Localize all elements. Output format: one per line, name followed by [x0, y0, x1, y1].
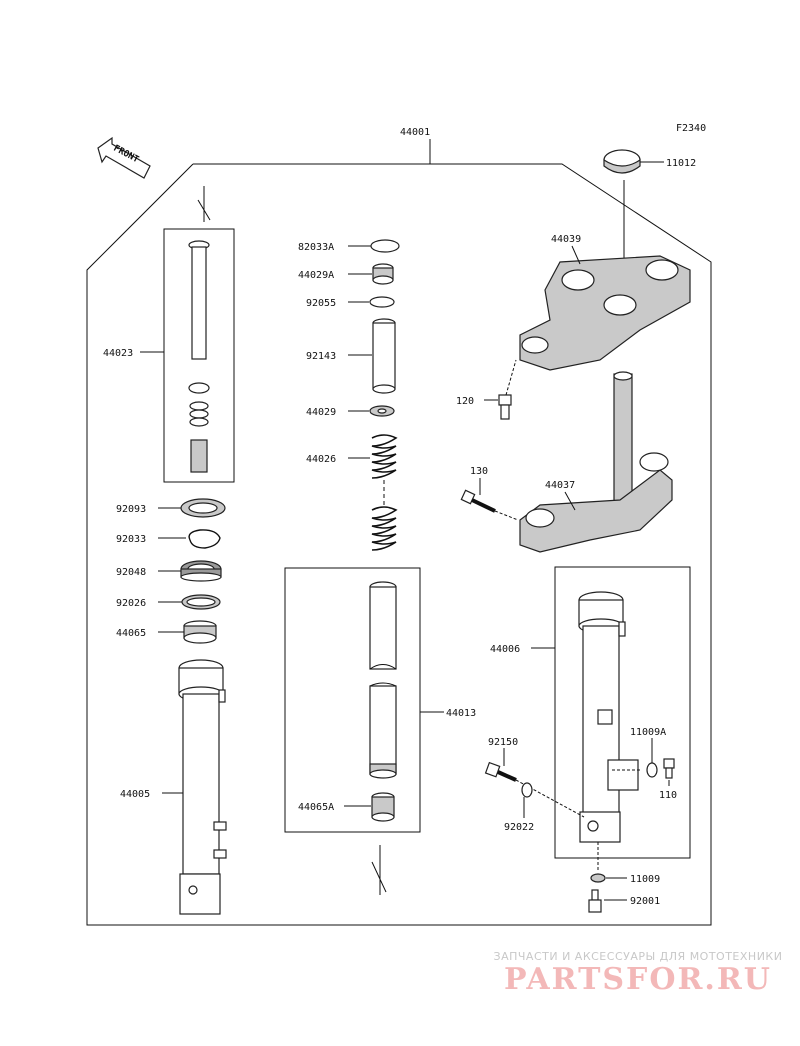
spring-44026: [371, 434, 398, 551]
washer-44029: [369, 405, 395, 417]
washer-92022: [521, 782, 533, 798]
box-44013: [284, 567, 421, 833]
label-92033: 92033: [116, 534, 146, 545]
label-11009a: 11009A: [630, 727, 666, 738]
gasket-11009: [590, 873, 606, 883]
bolt-110: [663, 758, 675, 779]
drain-bolt-92001: [588, 889, 602, 913]
label-92026: 92026: [116, 598, 146, 609]
label-44029a: 44029A: [298, 270, 334, 281]
bushing-44065a: [371, 792, 395, 822]
washer-92026: [181, 594, 221, 610]
label-92022: 92022: [504, 822, 534, 833]
label-44029: 44029: [306, 407, 336, 418]
upper-bracket-44039: [519, 255, 691, 371]
bushing-44065: [183, 620, 217, 644]
label-11009: 11009: [630, 874, 660, 885]
label-44013: 44013: [446, 708, 476, 719]
oil-seal-92048: [180, 560, 222, 582]
label-44023: 44023: [103, 348, 133, 359]
front-arrow-icon: FRONT: [97, 136, 151, 179]
inner-tube-44013: [369, 581, 397, 779]
assembly-outline: [86, 163, 712, 926]
box-44023: [163, 228, 235, 483]
dust-seal-92093: [180, 498, 226, 518]
cap-11012: [603, 149, 641, 174]
label-92001: 92001: [630, 896, 660, 907]
bolt-92150: [484, 761, 517, 782]
bolt-130: [460, 489, 496, 513]
label-44065: 44065: [116, 628, 146, 639]
spacer-92143: [372, 318, 396, 394]
label-44039: 44039: [551, 234, 581, 245]
label-44005: 44005: [120, 789, 150, 800]
watermark-brand: PARTSFOR.RU: [504, 962, 772, 997]
outer-tube-44006: [578, 591, 639, 843]
label-92093: 92093: [116, 504, 146, 515]
label-82033a: 82033A: [298, 242, 334, 253]
label-120: 120: [456, 396, 474, 407]
label-92055: 92055: [306, 298, 336, 309]
gasket-11009a: [646, 762, 658, 778]
label-44037: 44037: [545, 480, 575, 491]
watermark-tagline: ЗАПЧАСТИ И АКСЕССУАРЫ ДЛЯ МОТОТЕХНИКИ: [493, 950, 783, 963]
steering-stem-44037: [519, 371, 673, 553]
cap-44029a: [372, 263, 394, 285]
label-44006: 44006: [490, 644, 520, 655]
damper-rod-44023: [188, 240, 210, 473]
label-92143: 92143: [306, 351, 336, 362]
box-44006: [554, 566, 691, 859]
bolt-120: [498, 394, 512, 420]
outer-tube-44005: [178, 659, 227, 915]
label-44001: 44001: [400, 127, 430, 138]
figure-code: F2340: [676, 123, 706, 134]
label-44065a: 44065A: [298, 802, 334, 813]
circlip-82033a: [370, 239, 400, 253]
label-92150: 92150: [488, 737, 518, 748]
label-92048: 92048: [116, 567, 146, 578]
label-44026: 44026: [306, 454, 336, 465]
label-11012: 11012: [666, 158, 696, 169]
label-130: 130: [470, 466, 488, 477]
oring-92055: [369, 296, 395, 308]
circlip-92033: [188, 529, 221, 549]
label-110: 110: [659, 790, 677, 801]
